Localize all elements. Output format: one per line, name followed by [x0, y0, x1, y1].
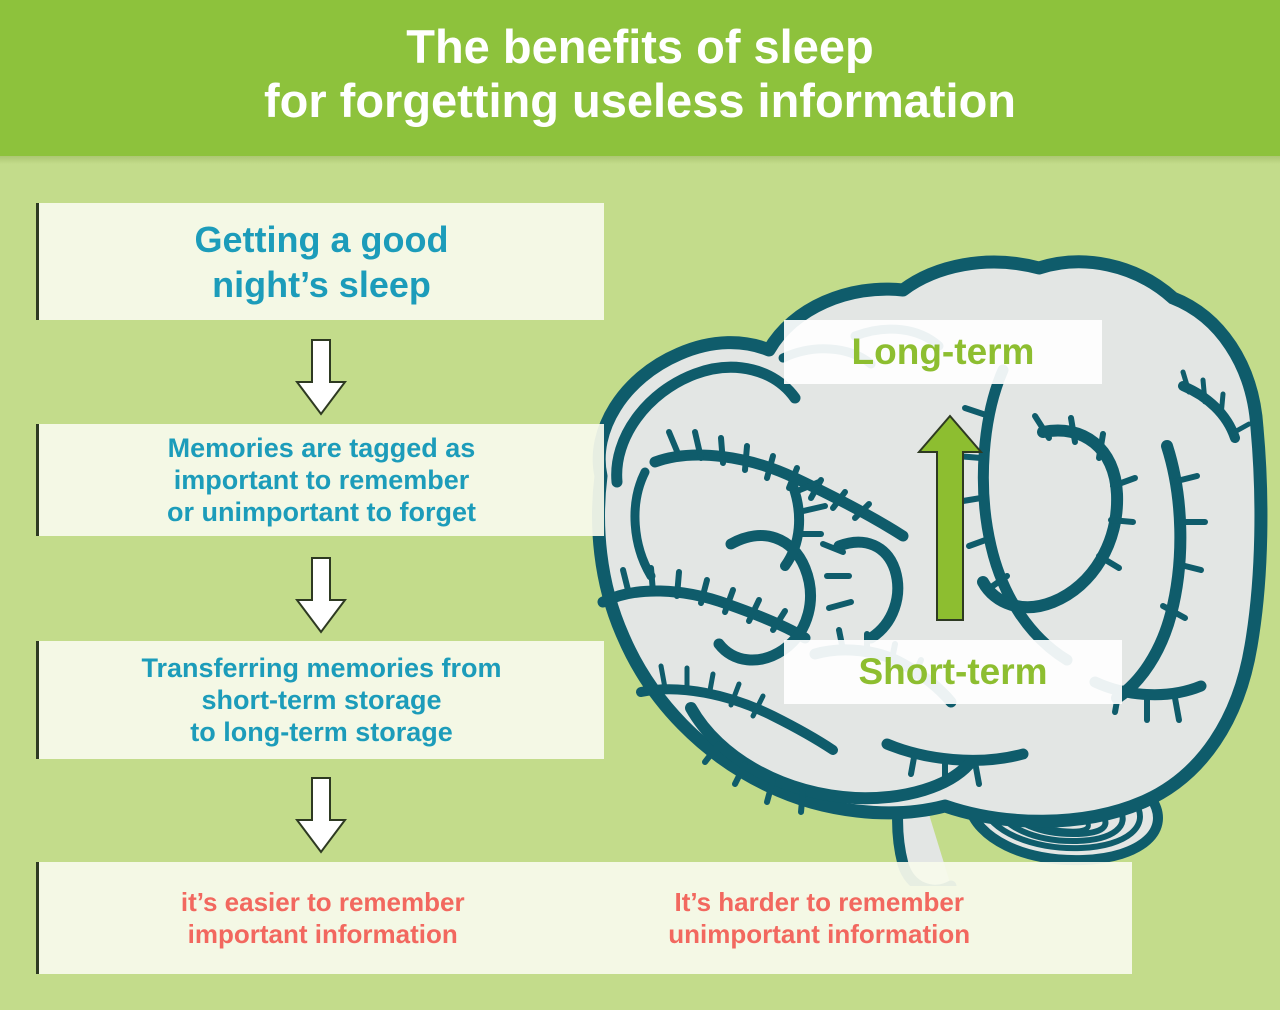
flow-step-3-line-3: to long-term storage	[190, 717, 453, 747]
outcome-left-line-2: important information	[187, 919, 458, 949]
down-arrow-icon	[295, 776, 347, 854]
outcome-right-line-1: It’s harder to remember	[674, 887, 964, 917]
flow-step-transferring-memories: Transferring memories from short-term st…	[36, 641, 604, 759]
flow-step-2-line-2: important to remember	[173, 465, 470, 495]
page-title-line-2: for forgetting useless information	[263, 74, 1017, 127]
brain-label-long-term: Long-term	[784, 320, 1102, 384]
brain-label-long-term-text: Long-term	[851, 331, 1035, 372]
outcome-harder-remember: It’s harder to remember unimportant info…	[668, 886, 970, 950]
flow-step-outcomes: it’s easier to remember important inform…	[36, 862, 1132, 974]
outcome-easier-remember: it’s easier to remember important inform…	[181, 886, 465, 950]
flow-step-3-line-1: Transferring memories from	[141, 653, 502, 683]
flow-step-good-night-sleep: Getting a good night’s sleep	[36, 203, 604, 320]
header-band-shadow	[0, 156, 1280, 164]
flow-step-3-line-2: short-term storage	[201, 685, 442, 715]
up-arrow-icon	[915, 412, 985, 624]
brain-label-short-term: Short-term	[784, 640, 1122, 704]
flow-step-1-line-1: Getting a good	[194, 218, 449, 260]
flow-step-memories-tagged: Memories are tagged as important to reme…	[36, 424, 604, 536]
outcome-left-line-1: it’s easier to remember	[180, 887, 465, 917]
flow-step-1-line-2: night’s sleep	[212, 263, 431, 305]
down-arrow-icon	[295, 338, 347, 416]
flow-step-2-line-1: Memories are tagged as	[167, 433, 476, 463]
header-band	[0, 0, 1280, 156]
down-arrow-icon	[295, 556, 347, 634]
page-title-line-1: The benefits of sleep	[406, 20, 874, 73]
outcome-right-line-2: unimportant information	[668, 919, 971, 949]
page-title: The benefits of sleep for forgetting use…	[0, 20, 1280, 128]
brain-label-short-term-text: Short-term	[858, 651, 1048, 692]
flow-step-2-line-3: or unimportant to forget	[167, 497, 476, 527]
